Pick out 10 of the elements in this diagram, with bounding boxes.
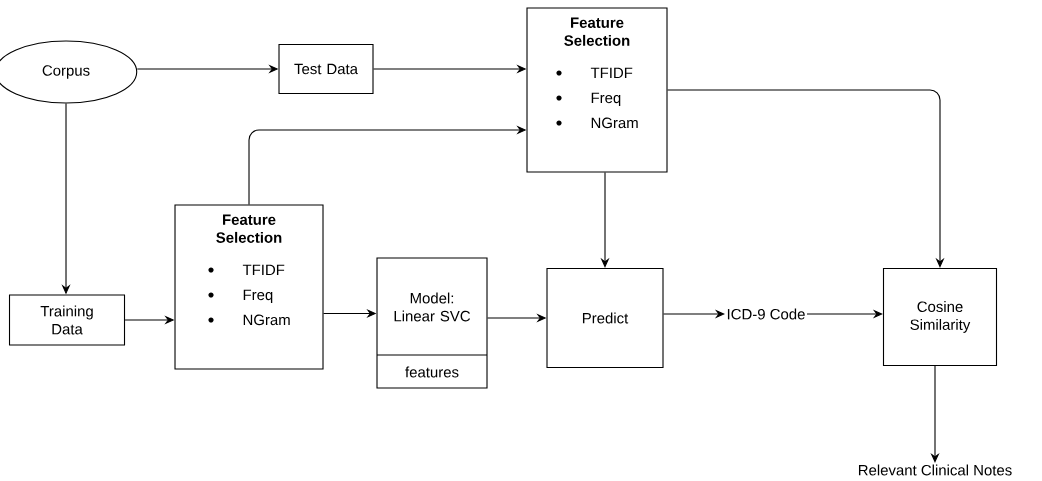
arrow [667, 89, 945, 268]
output-label: Relevant Clinical Notes [859, 464, 1012, 476]
process-box: Test Data [278, 43, 374, 95]
model-box: Model: Linear SVC features [376, 257, 488, 389]
feature-selection-box: Feature Selection TFIDF Freq NGram [526, 7, 668, 173]
feature-selection-box: Feature Selection TFIDF Freq NGram [174, 204, 324, 370]
process-box: Cosine Similarity [882, 267, 998, 367]
process-box: Training Data [8, 294, 126, 346]
output-label: ICD-9 Code [727, 308, 805, 320]
process-box: Predict [546, 267, 664, 369]
